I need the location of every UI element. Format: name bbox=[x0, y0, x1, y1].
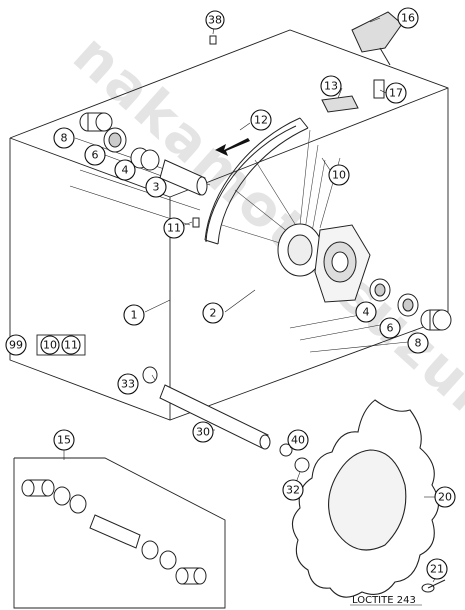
svg-text:8: 8 bbox=[61, 132, 68, 145]
rim-nipple bbox=[192, 217, 200, 228]
callout-11: 11 bbox=[163, 217, 185, 239]
svg-text:11: 11 bbox=[167, 222, 181, 235]
callout-1: 1 bbox=[123, 304, 145, 326]
svg-text:3: 3 bbox=[153, 181, 160, 194]
callout-6-left: 6 bbox=[84, 144, 106, 166]
bearing-set-left bbox=[79, 112, 208, 196]
callout-13: 13 bbox=[320, 75, 342, 97]
callout-11-kit: 11 bbox=[61, 335, 81, 355]
svg-text:10: 10 bbox=[332, 169, 346, 182]
callout-30: 30 bbox=[192, 421, 214, 443]
wheel-rim bbox=[204, 117, 309, 245]
svg-text:8: 8 bbox=[415, 337, 422, 350]
spokes bbox=[221, 129, 341, 249]
callout-40: 40 bbox=[287, 429, 309, 451]
callout-17: 17 bbox=[385, 82, 407, 104]
callout-20: 20 bbox=[434, 486, 456, 508]
callout-99: 99 bbox=[5, 334, 27, 356]
svg-text:2: 2 bbox=[210, 307, 217, 320]
direction-arrow bbox=[215, 138, 250, 156]
callout-21: 21 bbox=[426, 558, 448, 580]
callout-15: 15 bbox=[53, 429, 75, 451]
svg-text:12: 12 bbox=[254, 114, 268, 127]
callout-4-left: 4 bbox=[114, 159, 136, 181]
callout-10-kit: 10 bbox=[40, 335, 60, 355]
callout-32: 32 bbox=[282, 479, 304, 501]
svg-text:6: 6 bbox=[92, 149, 99, 162]
svg-text:20: 20 bbox=[438, 491, 452, 504]
callout-12: 12 bbox=[250, 109, 272, 131]
svg-text:38: 38 bbox=[208, 14, 222, 27]
callout-16: 16 bbox=[397, 7, 419, 29]
callout-8-right: 8 bbox=[407, 332, 429, 354]
svg-text:99: 99 bbox=[9, 339, 23, 352]
bearing-set-right bbox=[369, 278, 452, 331]
callout-33: 33 bbox=[117, 373, 139, 395]
disc-bolt bbox=[421, 579, 446, 593]
hub-kit-box bbox=[13, 457, 226, 609]
svg-text:11: 11 bbox=[64, 339, 78, 352]
callout-10: 10 bbox=[328, 164, 350, 186]
svg-text:40: 40 bbox=[291, 434, 305, 447]
svg-text:4: 4 bbox=[363, 306, 370, 319]
top-right-parts bbox=[209, 11, 403, 113]
svg-text:32: 32 bbox=[286, 484, 300, 497]
svg-text:4: 4 bbox=[122, 164, 129, 177]
svg-text:33: 33 bbox=[121, 378, 135, 391]
hub-kit-parts bbox=[21, 479, 207, 585]
wheel-hub bbox=[277, 223, 371, 303]
loctite-note: LOCTITE 243 bbox=[352, 595, 416, 606]
svg-text:21: 21 bbox=[430, 563, 444, 576]
svg-text:6: 6 bbox=[387, 322, 394, 335]
svg-text:17: 17 bbox=[389, 87, 403, 100]
callout-38: 38 bbox=[205, 10, 225, 30]
callout-2: 2 bbox=[202, 302, 224, 324]
brake-disc bbox=[291, 399, 440, 598]
axle-assembly bbox=[142, 366, 310, 473]
svg-text:16: 16 bbox=[401, 12, 415, 25]
svg-text:13: 13 bbox=[324, 80, 338, 93]
callout-4-right: 4 bbox=[355, 301, 377, 323]
svg-text:30: 30 bbox=[196, 426, 210, 439]
callout-3: 3 bbox=[145, 176, 167, 198]
svg-text:1: 1 bbox=[131, 309, 138, 322]
svg-text:10: 10 bbox=[43, 339, 57, 352]
callout-6-right: 6 bbox=[379, 317, 401, 339]
svg-text:15: 15 bbox=[57, 434, 71, 447]
callout-8-left: 8 bbox=[53, 127, 75, 149]
